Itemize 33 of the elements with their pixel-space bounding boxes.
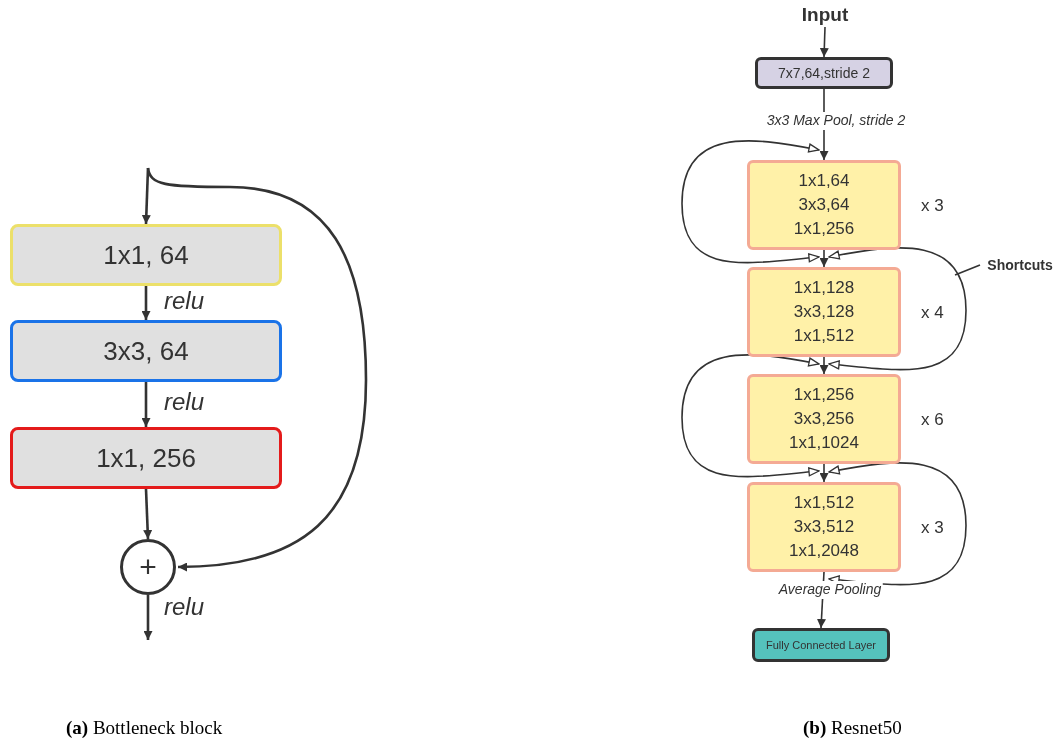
arrow [143, 595, 153, 640]
arrow [819, 26, 829, 58]
leader-line [954, 264, 981, 276]
stage-box: 1x1,64 3x3,64 1x1,256 [747, 160, 901, 250]
stage-box: 1x1,128 3x3,128 1x1,512 [747, 267, 901, 357]
arrow [819, 463, 829, 483]
repeat-count: x 6 [921, 409, 944, 431]
shortcut-arrow [828, 462, 967, 586]
edge-label: Average Pooling [776, 581, 884, 599]
arrow [819, 249, 829, 268]
repeat-count: x 3 [921, 195, 944, 217]
figure-caption: (a) Bottleneck block [66, 716, 223, 740]
arrow [141, 286, 151, 320]
conv-box: 7x7,64,stride 2 [755, 57, 893, 89]
input-label: Input [790, 3, 860, 27]
conv-box: 1x1, 64 [10, 224, 282, 286]
shortcut-arrow [681, 140, 820, 264]
arrow [143, 488, 153, 540]
shortcut-arrow [681, 354, 820, 478]
figure-caption: (b) Resnet50 [803, 716, 902, 740]
stage-box: 1x1,512 3x3,512 1x1,2048 [747, 482, 901, 572]
shortcuts-label: Shortcuts [980, 254, 1060, 276]
arrow [146, 167, 368, 572]
repeat-count: x 3 [921, 517, 944, 539]
conv-box: 3x3, 64 [10, 320, 282, 382]
edge-label: 3x3 Max Pool, stride 2 [764, 112, 908, 130]
conv-box: 1x1, 256 [10, 427, 282, 489]
arrow [141, 382, 151, 427]
fc-box: Fully Connected Layer [752, 628, 890, 662]
stage-box: 1x1,256 3x3,256 1x1,1024 [747, 374, 901, 464]
shortcut-arrow [828, 247, 967, 371]
arrow [819, 356, 829, 375]
repeat-count: x 4 [921, 302, 944, 324]
